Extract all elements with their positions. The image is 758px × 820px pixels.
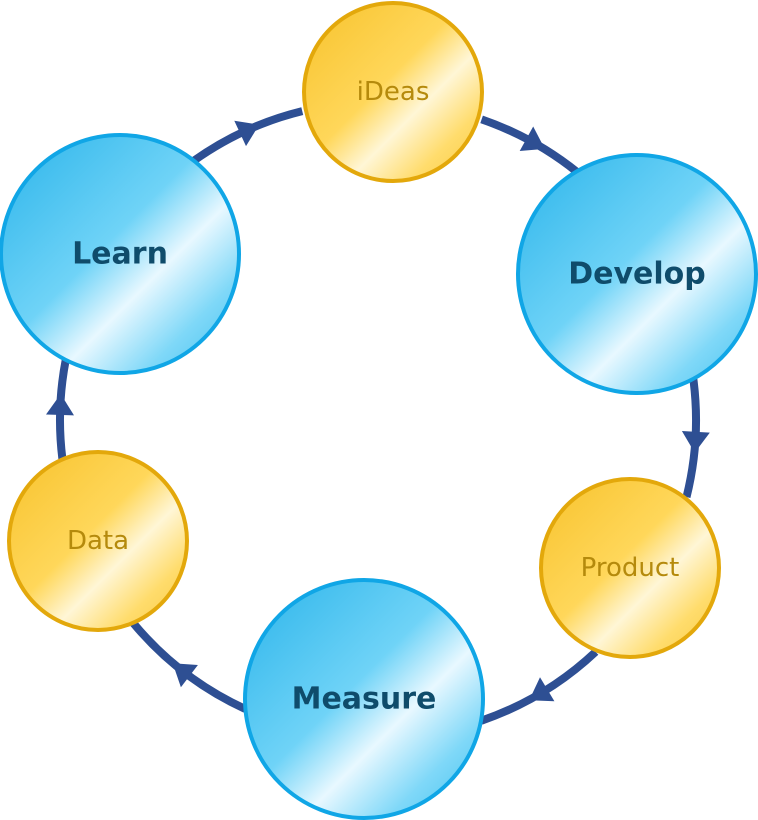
node-measure-circle <box>243 578 485 820</box>
arrowhead-measure-to-data <box>172 663 198 688</box>
node-learn-label: Learn <box>72 237 168 272</box>
node-product: Product <box>539 477 721 659</box>
node-ideas-label: iDeas <box>357 77 430 107</box>
node-ideas-circle <box>302 1 484 183</box>
node-data: Data <box>7 450 189 632</box>
node-measure-label: Measure <box>292 682 437 717</box>
connector-layer <box>46 107 710 725</box>
node-product-label: Product <box>581 553 680 583</box>
arrowhead-learn-to-ideas <box>234 120 260 147</box>
arrowhead-product-to-measure <box>529 677 555 702</box>
node-develop-circle <box>516 153 758 395</box>
node-measure: Measure <box>243 578 485 820</box>
node-develop: Develop <box>516 153 758 395</box>
arrowhead-ideas-to-develop <box>519 126 545 151</box>
node-ideas: iDeas <box>302 1 484 183</box>
node-develop-label: Develop <box>568 257 706 292</box>
arrowhead-data-to-learn <box>46 394 74 416</box>
node-learn: Learn <box>0 133 241 375</box>
node-data-label: Data <box>67 526 129 556</box>
node-data-circle <box>7 450 189 632</box>
node-product-circle <box>539 477 721 659</box>
node-learn-circle <box>0 133 241 375</box>
arrowhead-develop-to-product <box>681 431 710 453</box>
